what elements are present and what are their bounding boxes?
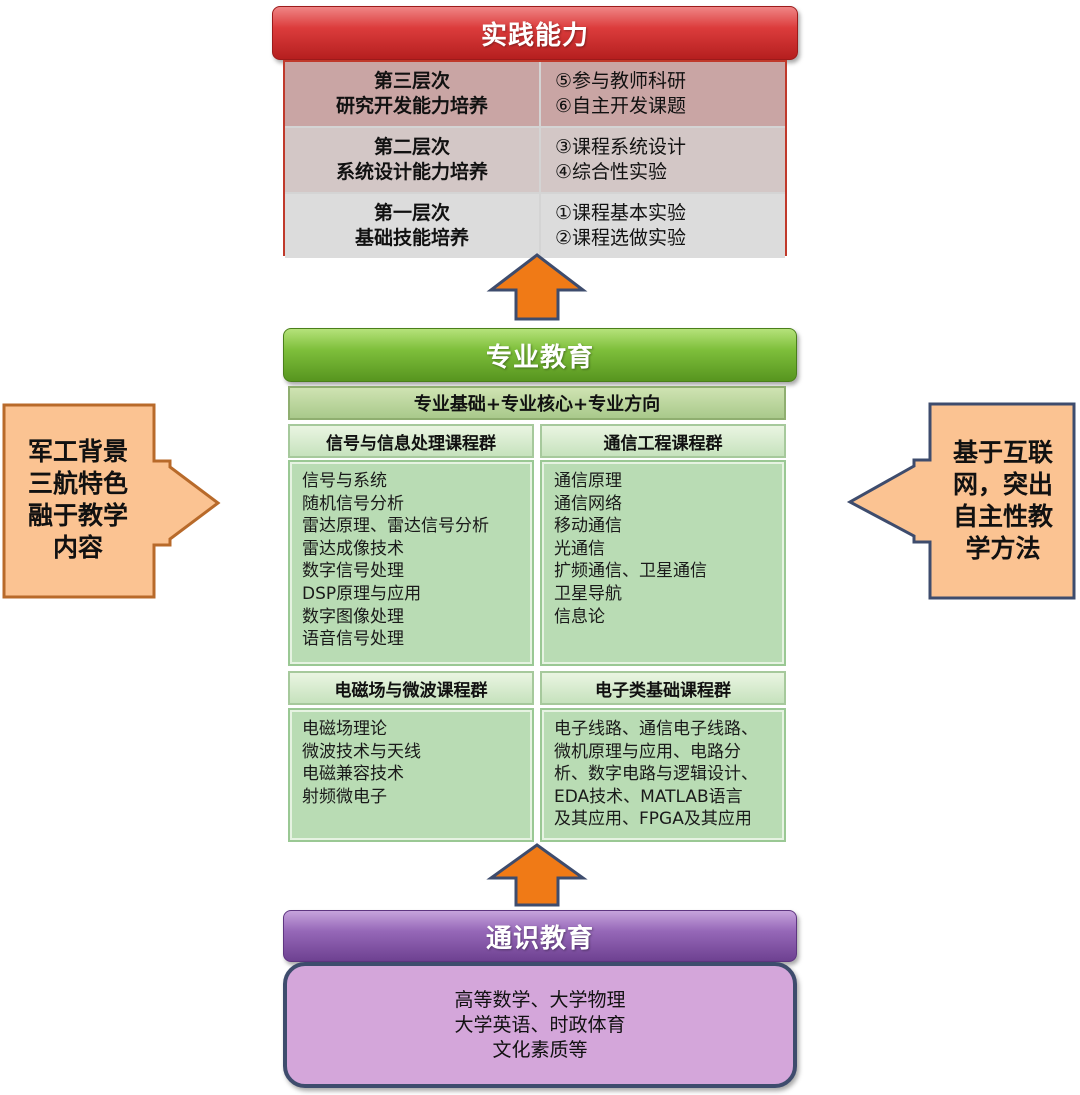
- level-3-cell: 第三层次 研究开发能力培养: [285, 62, 541, 126]
- group-signal-processing-courses: 信号与系统 随机信号分析 雷达原理、雷达信号分析 雷达成像技术 数字信号处理 D…: [288, 460, 534, 666]
- group-signal-processing-title: 信号与信息处理课程群: [288, 424, 534, 458]
- course-item: 电磁兼容技术: [302, 764, 404, 785]
- left-note-line: 军工背景: [27, 437, 128, 466]
- left-note-line: 三航特色: [27, 469, 128, 498]
- practice-row-level-2: 第二层次 系统设计能力培养 ③课程系统设计 ④综合性实验: [285, 128, 785, 194]
- course-item: 卫星导航: [554, 583, 622, 604]
- right-side-note: 基于互联 网，突出 自主性教 学方法: [932, 404, 1074, 598]
- course-item: 及其应用、FPGA及其应用: [554, 809, 752, 830]
- course-item: DSP原理与应用: [302, 583, 422, 604]
- course-item: 射频微电子: [302, 786, 387, 807]
- professional-strip: 专业基础+专业核心+专业方向: [288, 386, 786, 420]
- course-item: 通信网络: [554, 493, 622, 514]
- right-note-line: 自主性教: [952, 502, 1053, 531]
- course-item: 微波技术与天线: [302, 741, 421, 762]
- general-line: 大学英语、时政体育: [454, 1013, 626, 1036]
- right-arrow-icon: [2, 403, 221, 599]
- level-2-item: ③课程系统设计: [555, 136, 687, 158]
- level-1-focus: 基础技能培养: [354, 227, 469, 249]
- professional-header: 专业教育: [283, 328, 797, 382]
- group-em-microwave-courses: 电磁场理论 微波技术与天线 电磁兼容技术 射频微电子: [288, 708, 534, 842]
- course-item: 扩频通信、卫星通信: [554, 561, 707, 582]
- course-item: 雷达成像技术: [302, 538, 404, 559]
- practice-row-level-3: 第三层次 研究开发能力培养 ⑤参与教师科研 ⑥自主开发课题: [285, 62, 785, 128]
- course-item: 电子线路、通信电子线路、: [554, 719, 758, 739]
- course-item: 数字图像处理: [302, 606, 404, 627]
- right-note-line: 网，突出: [952, 470, 1053, 499]
- level-2-cell: 第二层次 系统设计能力培养: [285, 128, 541, 192]
- general-line: 文化素质等: [492, 1038, 588, 1061]
- group-em-microwave-title: 电磁场与微波课程群: [288, 671, 534, 705]
- left-side-note: 军工背景 三航特色 融于教学 内容: [4, 405, 152, 595]
- level-3-item: ⑥自主开发课题: [555, 95, 687, 117]
- up-arrow-icon: [486, 253, 588, 321]
- level-3-items: ⑤参与教师科研 ⑥自主开发课题: [541, 62, 785, 126]
- level-3-title: 第三层次: [373, 70, 450, 92]
- up-arrow-icon: [486, 843, 588, 907]
- level-2-item: ④综合性实验: [555, 161, 668, 183]
- level-1-title: 第一层次: [373, 202, 450, 224]
- course-item: 语音信号处理: [302, 629, 404, 650]
- course-item: 数字信号处理: [302, 561, 404, 582]
- course-item: 通信原理: [554, 471, 622, 491]
- level-1-items: ①课程基本实验 ②课程选做实验: [541, 194, 785, 258]
- level-3-focus: 研究开发能力培养: [335, 95, 488, 117]
- level-1-cell: 第一层次 基础技能培养: [285, 194, 541, 258]
- course-item: 信息论: [554, 606, 605, 627]
- course-item: 雷达原理、雷达信号分析: [302, 516, 489, 537]
- course-item: EDA技术、MATLAB语言: [554, 786, 743, 807]
- course-item: 电磁场理论: [302, 719, 387, 739]
- group-communication-title: 通信工程课程群: [540, 424, 786, 458]
- course-item: 随机信号分析: [302, 493, 404, 514]
- left-note-line: 融于教学: [27, 501, 128, 530]
- level-1-item: ②课程选做实验: [555, 227, 687, 249]
- course-item: 信号与系统: [302, 471, 387, 491]
- course-item: 微机原理与应用、电路分: [554, 741, 741, 762]
- course-item: 析、数字电路与逻辑设计、: [554, 764, 758, 785]
- level-2-items: ③课程系统设计 ④综合性实验: [541, 128, 785, 192]
- level-1-item: ①课程基本实验: [555, 202, 687, 224]
- right-note-line: 学方法: [965, 534, 1041, 563]
- course-item: 移动通信: [554, 516, 622, 537]
- practice-row-level-1: 第一层次 基础技能培养 ①课程基本实验 ②课程选做实验: [285, 194, 785, 258]
- level-2-title: 第二层次: [373, 136, 450, 158]
- right-note-line: 基于互联: [952, 438, 1053, 467]
- left-note-line: 内容: [52, 533, 103, 562]
- general-line: 高等数学、大学物理: [454, 988, 626, 1011]
- practice-table: 第三层次 研究开发能力培养 ⑤参与教师科研 ⑥自主开发课题 第二层次 系统设计能…: [283, 60, 787, 258]
- general-header: 通识教育: [283, 910, 797, 962]
- course-item: 光通信: [554, 538, 605, 559]
- practice-header: 实践能力: [272, 6, 798, 60]
- left-arrow-icon: [846, 402, 1076, 600]
- level-3-item: ⑤参与教师科研: [555, 70, 687, 92]
- group-electronics-basics-courses: 电子线路、通信电子线路、 微机原理与应用、电路分 析、数字电路与逻辑设计、 ED…: [540, 708, 786, 842]
- group-communication-courses: 通信原理 通信网络 移动通信 光通信 扩频通信、卫星通信 卫星导航 信息论: [540, 460, 786, 666]
- general-content: 高等数学、大学物理 大学英语、时政体育 文化素质等: [283, 962, 797, 1088]
- level-2-focus: 系统设计能力培养: [335, 161, 488, 183]
- group-electronics-basics-title: 电子类基础课程群: [540, 671, 786, 705]
